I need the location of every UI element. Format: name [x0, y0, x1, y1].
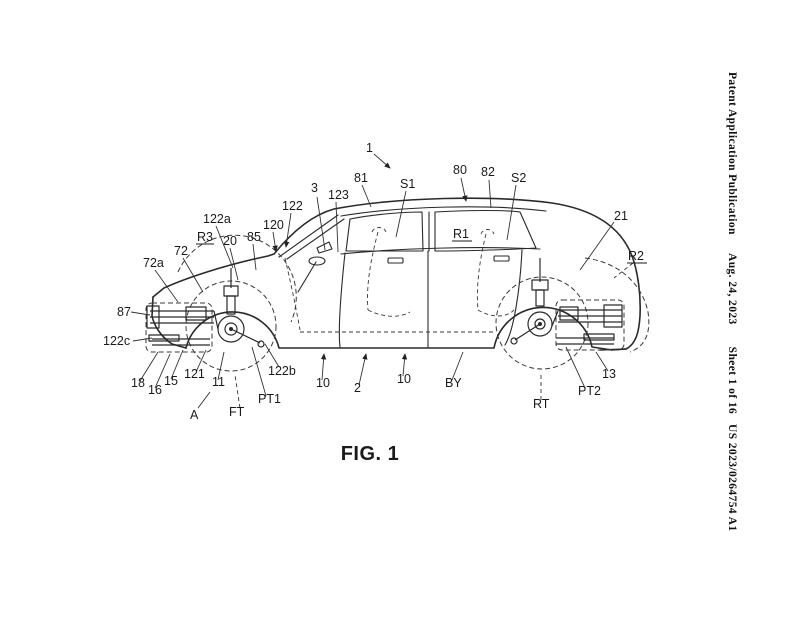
ref-label-13: 13 — [602, 367, 616, 381]
ref-label-122c: 122c — [103, 334, 130, 348]
ref-label-87: 87 — [117, 305, 131, 319]
ref-label-FT: FT — [229, 405, 245, 419]
ref-label-1: 1 — [366, 141, 373, 155]
ref-label-80: 80 — [453, 163, 467, 177]
ref-label-PT1: PT1 — [258, 392, 281, 406]
steering-wheel — [308, 256, 326, 266]
date-sheet-header: Aug. 24, 2023Sheet 1 of 16 — [726, 253, 738, 414]
ref-label-15: 15 — [164, 374, 178, 388]
front-module-region — [177, 234, 297, 323]
ref-label-123: 123 — [328, 188, 349, 202]
rear-wheel-assembly — [510, 258, 623, 345]
document-number-header: US 2023/0264754 A1 — [726, 424, 738, 532]
ref-label-A: A — [190, 408, 199, 422]
ref-label-21: 21 — [614, 209, 628, 223]
ref-label-2: 2 — [354, 381, 361, 395]
ref-label-122a: 122a — [203, 212, 231, 226]
car-interior-hidden-lines — [284, 227, 515, 333]
ref-label-82: 82 — [481, 165, 495, 179]
ref-label-S2: S2 — [511, 171, 526, 185]
reference-labels: 1 3 123 81 S1 80 82 S2 21 R2 R1 122 120 … — [103, 141, 647, 422]
document-number: US 2023/0264754 A1 — [726, 424, 738, 532]
ref-label-11: 11 — [212, 375, 225, 389]
ref-label-122b: 122b — [268, 364, 296, 378]
rear-door-handle — [493, 255, 510, 262]
publication-title: Patent Application Publication — [726, 72, 738, 235]
leader-lines — [130, 153, 634, 409]
ref-label-72: 72 — [174, 244, 188, 258]
ref-label-72a: 72a — [143, 256, 164, 270]
ref-label-122: 122 — [282, 199, 303, 213]
rear-link-region — [555, 299, 625, 351]
ref-label-R2: R2 — [628, 249, 644, 263]
ref-label-RT: RT — [533, 397, 550, 411]
ref-label-3: 3 — [311, 181, 318, 195]
dashed-wheel-regions — [145, 234, 650, 372]
ref-label-S1: S1 — [400, 177, 415, 191]
ref-label-10-rear: 10 — [397, 372, 411, 386]
ref-label-85: 85 — [247, 230, 261, 244]
ref-label-120: 120 — [263, 218, 284, 232]
ref-label-R1: R1 — [453, 227, 469, 241]
sheet-number: Sheet 1 of 16 — [726, 346, 738, 415]
ref-label-20: 20 — [223, 234, 237, 248]
ref-label-BY: BY — [445, 376, 462, 390]
ref-label-18: 18 — [131, 376, 145, 390]
ref-label-R3: R3 — [197, 230, 213, 244]
rear-tire-outline — [495, 276, 589, 370]
ref-label-81: 81 — [354, 171, 368, 185]
publication-header: Patent Application Publication — [726, 72, 738, 235]
ref-label-121: 121 — [184, 367, 205, 381]
car-windows — [278, 206, 547, 348]
rear-module-region — [584, 257, 650, 353]
figure-caption: FIG. 1 — [341, 443, 400, 465]
front-link-region — [145, 302, 213, 353]
ref-label-10-front: 10 — [316, 376, 330, 390]
ref-label-16: 16 — [148, 383, 162, 397]
publication-date: Aug. 24, 2023 — [726, 253, 738, 325]
front-wheel-assembly — [146, 268, 265, 348]
front-door-handle — [387, 257, 404, 264]
side-mirror — [316, 241, 333, 254]
ref-label-PT2: PT2 — [578, 384, 601, 398]
